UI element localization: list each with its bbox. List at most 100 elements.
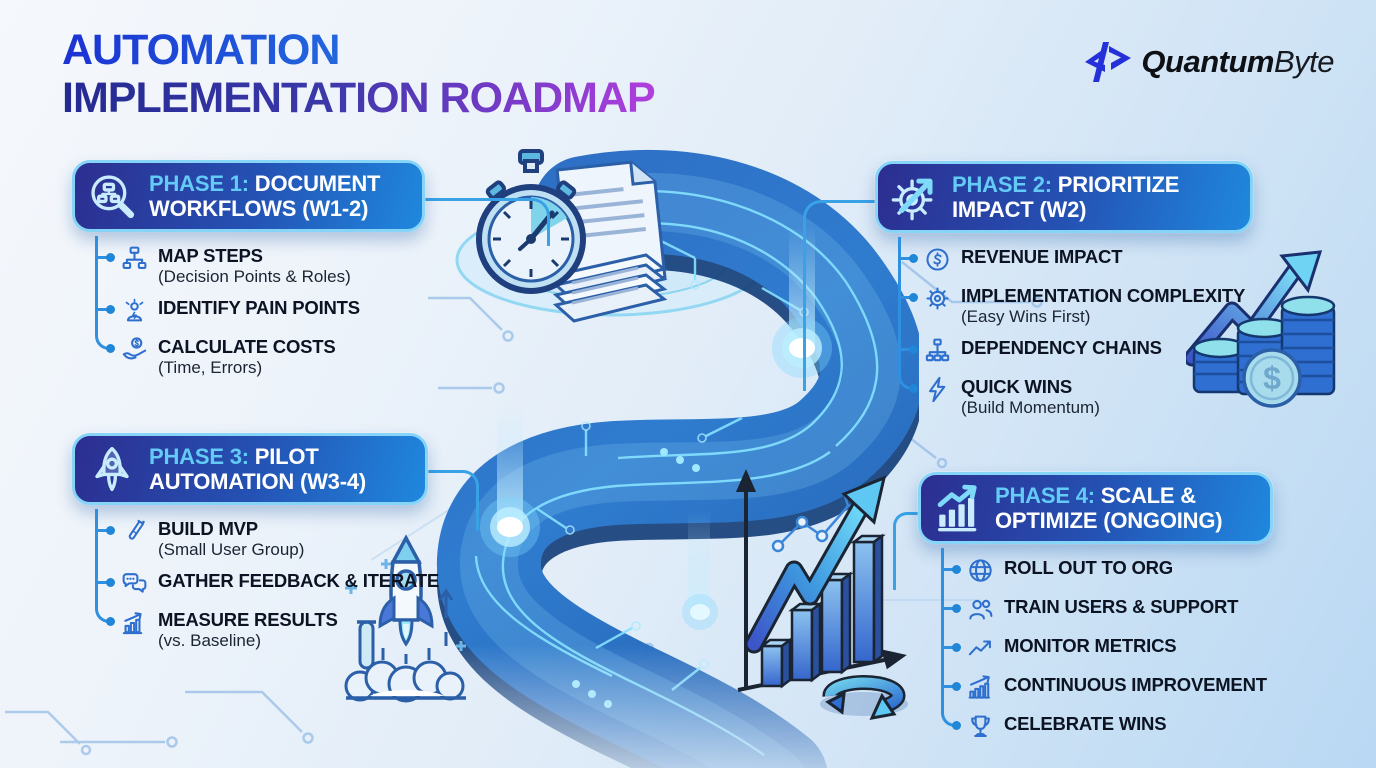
item-label: REVENUE IMPACT (961, 246, 1123, 268)
brand-logo: QuantumByte (1081, 38, 1335, 86)
phase-4-group: PHASE 4: SCALE & OPTIMIZE (ONGOING) ROLL… (918, 472, 1358, 741)
phase-number-label: PHASE 1: (149, 171, 249, 196)
stopwatch-documents-illustration (476, 149, 668, 323)
item-label: MEASURE RESULTS (158, 609, 338, 631)
list-item: IDENTIFY PAIN POINTS (98, 296, 444, 325)
bar-growth-icon (966, 673, 995, 702)
phase-number-label: PHASE 2: (952, 172, 1052, 197)
phase-title-text: DOCUMENT WORKFLOWS (W1-2) (149, 171, 381, 222)
item-subtext: (Time, Errors) (158, 357, 263, 377)
connector-rail (95, 509, 111, 624)
phase-header-title: PHASE 1: DOCUMENT WORKFLOWS (W1-2) (149, 171, 408, 221)
item-subtext: (Easy Wins First) (961, 306, 1091, 326)
users-icon (966, 595, 995, 624)
phase-header: PHASE 1: DOCUMENT WORKFLOWS (W1-2) (72, 160, 425, 233)
trend-line-icon (966, 634, 995, 663)
gear-arrow-icon (890, 172, 940, 222)
brand-name-primary: Quantum (1141, 44, 1274, 79)
item-subtext: (Build Momentum) (961, 397, 1100, 417)
magnifier-flowchart-icon (87, 171, 137, 221)
list-item: REVENUE IMPACT (901, 245, 1335, 274)
phase-header-title: PHASE 3: PILOT AUTOMATION (W3-4) (149, 444, 411, 494)
dollar-coin-icon (923, 245, 952, 274)
list-item: MAP STEPS (Decision Points & Roles) (98, 244, 444, 286)
phase-title-text: SCALE & OPTIMIZE (ONGOING) (995, 483, 1223, 534)
item-label: DEPENDENCY CHAINS (961, 337, 1162, 359)
chat-bubbles-icon (120, 569, 149, 598)
phase-item-list: BUILD MVP (Small User Group) GATHER FEED… (80, 509, 444, 650)
bar-chart-arrow-icon (933, 483, 983, 533)
list-item: DEPENDENCY CHAINS (901, 336, 1335, 365)
phase-2-connector-line (803, 200, 878, 391)
globe-icon (966, 556, 995, 585)
item-label: IMPLEMENTATION COMPLEXITY (961, 285, 1246, 307)
item-label: MAP STEPS (158, 245, 263, 267)
connector-rail (898, 237, 914, 391)
item-label: QUICK WINS (961, 376, 1073, 398)
item-label: MONITOR METRICS (1004, 635, 1177, 657)
gear-icon (923, 284, 952, 313)
phase-2-group: PHASE 2: PRIORITIZE IMPACT (W2) REVENUE … (875, 161, 1335, 417)
list-item: MEASURE RESULTS (vs. Baseline) (106, 608, 444, 650)
phase-1-group: PHASE 1: DOCUMENT WORKFLOWS (W1-2) MAP S… (72, 160, 444, 377)
page-title: AUTOMATION IMPLEMENTATION ROADMAP (62, 26, 656, 123)
list-item: CALCULATE COSTS (Time, Errors) (106, 335, 444, 377)
item-label: CELEBRATE WINS (1004, 713, 1167, 735)
phase-item-list: MAP STEPS (Decision Points & Roles) IDEN… (80, 236, 444, 377)
phase-header-title: PHASE 2: PRIORITIZE IMPACT (W2) (952, 172, 1236, 222)
list-item: CELEBRATE WINS (952, 712, 1358, 741)
list-item: MONITOR METRICS (944, 634, 1358, 663)
item-label: CALCULATE COSTS (158, 336, 336, 358)
trophy-icon (966, 712, 995, 741)
item-label: BUILD MVP (158, 518, 258, 540)
item-label: TRAIN USERS & SUPPORT (1004, 596, 1239, 618)
phase-header: PHASE 4: SCALE & OPTIMIZE (ONGOING) (918, 472, 1273, 545)
item-label: GATHER FEEDBACK & ITERATE (158, 570, 440, 592)
item-subtext: (Small User Group) (158, 539, 305, 559)
list-item: BUILD MVP (Small User Group) (98, 517, 444, 559)
flowchart-icon (120, 244, 149, 273)
phase-title-text: PRIORITIZE IMPACT (W2) (952, 172, 1180, 223)
lightning-icon (923, 375, 952, 404)
phase-header: PHASE 3: PILOT AUTOMATION (W3-4) (72, 433, 428, 506)
growth-chart-icon (120, 608, 149, 637)
pain-person-icon (120, 296, 149, 325)
phase-item-list: REVENUE IMPACT IMPLEMENTATION COMPLEXITY… (883, 237, 1335, 417)
brand-name: QuantumByte (1141, 44, 1334, 80)
item-label: IDENTIFY PAIN POINTS (158, 297, 360, 319)
connector-rail (941, 548, 957, 728)
phase-item-list: ROLL OUT TO ORG TRAIN USERS & SUPPORT MO… (926, 548, 1358, 741)
item-subtext: (vs. Baseline) (158, 630, 261, 650)
phase-1-connector-line (425, 198, 550, 246)
list-item: IMPLEMENTATION COMPLEXITY (Easy Wins Fir… (901, 284, 1335, 326)
connector-rail (95, 236, 111, 351)
dollar-sign: $ (1263, 360, 1281, 396)
brand-name-secondary: Byte (1273, 44, 1335, 79)
phase-title-text: PILOT AUTOMATION (W3-4) (149, 444, 366, 495)
hierarchy-icon (923, 336, 952, 365)
list-item: GATHER FEEDBACK & ITERATE (98, 569, 444, 598)
growth-chart-illustration (735, 469, 908, 720)
list-item: CONTINUOUS IMPROVEMENT (944, 673, 1358, 702)
list-item: ROLL OUT TO ORG (944, 556, 1358, 585)
item-label: CONTINUOUS IMPROVEMENT (1004, 674, 1267, 696)
phase-3-group: PHASE 3: PILOT AUTOMATION (W3-4) BUILD M… (72, 433, 444, 650)
rocket-launch-illustration (344, 534, 466, 703)
quantumbyte-mark-icon (1081, 38, 1133, 86)
page-title-line1: AUTOMATION (62, 26, 655, 74)
phase-4-connector-line (893, 512, 921, 590)
page-title-line2: IMPLEMENTATION ROADMAP (62, 74, 656, 123)
item-subtext: (Decision Points & Roles) (158, 266, 351, 286)
phase-number-label: PHASE 4: (995, 483, 1095, 508)
phase-3-connector-line (428, 470, 479, 531)
test-tube-icon (120, 517, 149, 546)
list-item: QUICK WINS (Build Momentum) (909, 375, 1335, 417)
list-item: TRAIN USERS & SUPPORT (944, 595, 1358, 624)
rocket-icon (87, 444, 137, 494)
hand-coin-icon (120, 335, 149, 364)
item-label: ROLL OUT TO ORG (1004, 557, 1173, 579)
coin-stacks-illustration: $ (1186, 250, 1336, 408)
phase-number-label: PHASE 3: (149, 444, 249, 469)
phase-header: PHASE 2: PRIORITIZE IMPACT (W2) (875, 161, 1253, 234)
